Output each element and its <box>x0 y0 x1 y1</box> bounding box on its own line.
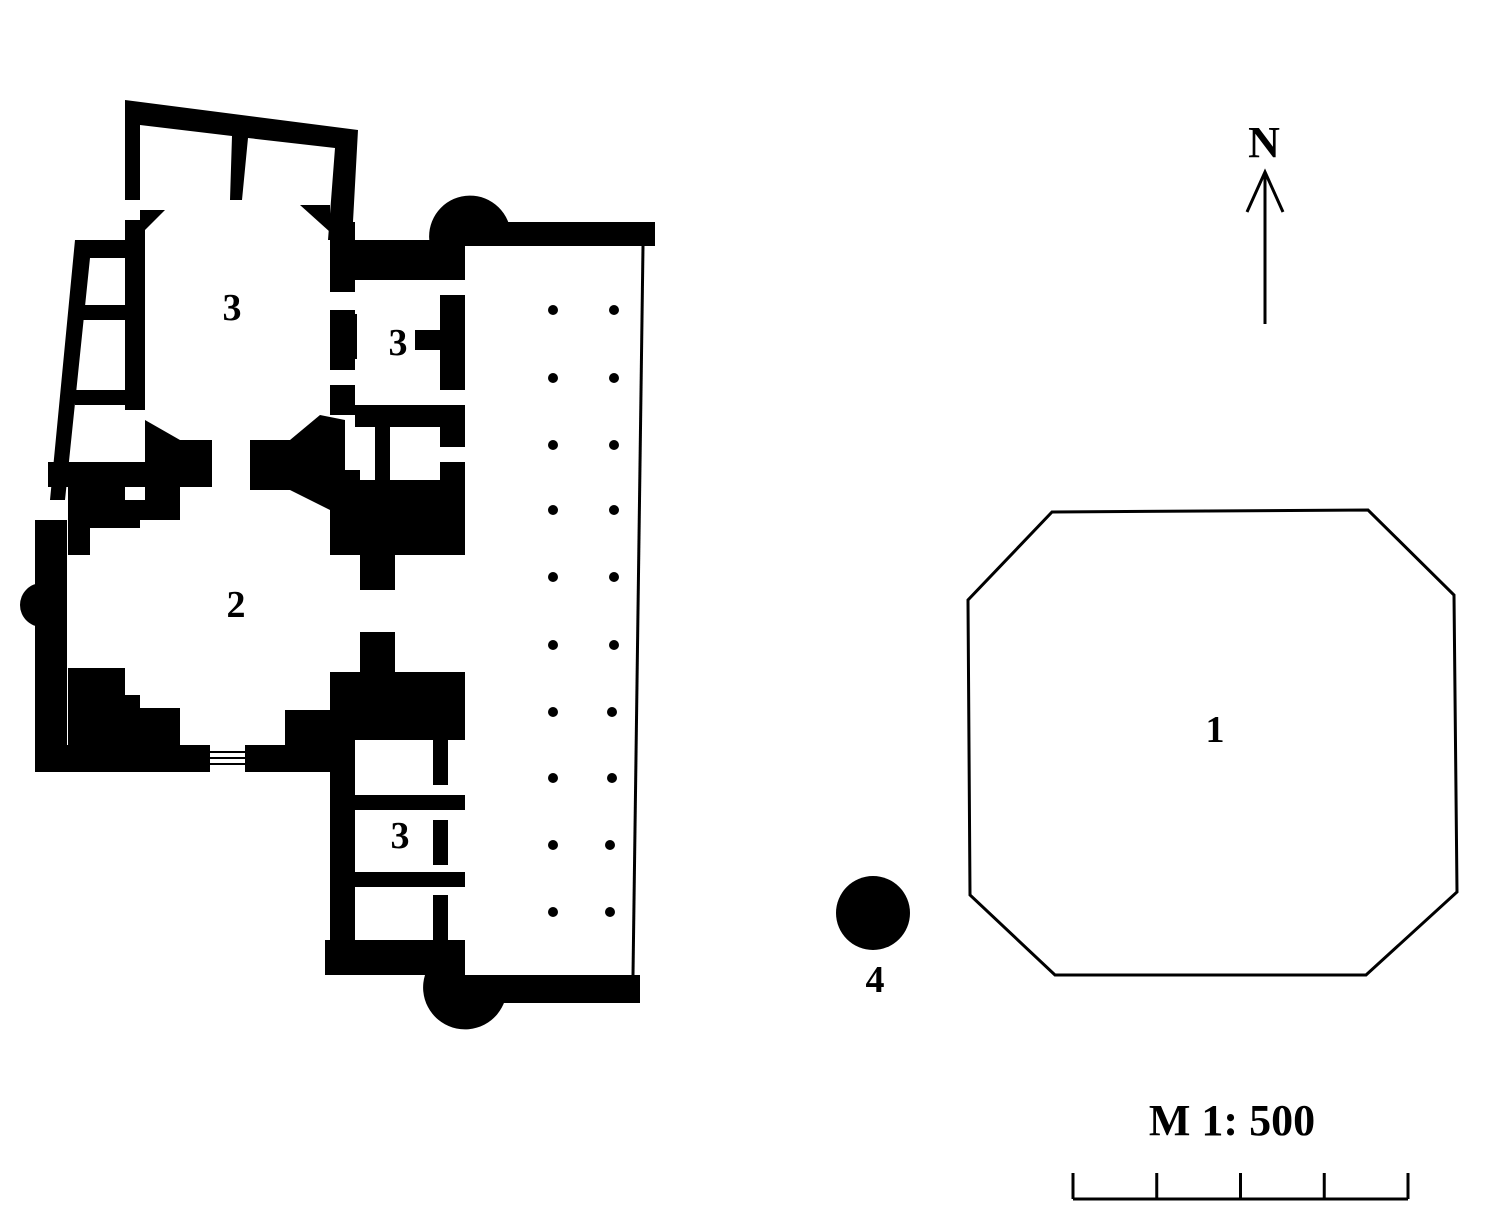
main-hall-walls <box>20 487 395 772</box>
round-structure <box>836 876 910 950</box>
scale-bar-ruler <box>1071 1173 1410 1201</box>
entrance-steps <box>210 751 245 765</box>
north-dome-walls <box>125 205 360 510</box>
portico <box>423 195 655 1030</box>
south-cell-block <box>325 672 465 975</box>
scale-bar: M 1: 500 <box>1071 1096 1410 1201</box>
room-label-north-cell: 3 <box>389 322 408 364</box>
arrow-up-icon <box>1245 168 1285 324</box>
room-label-south-cell: 3 <box>391 815 410 857</box>
octagonal-court <box>966 508 1459 977</box>
north-annex <box>125 100 358 240</box>
north-label: N <box>1248 118 1280 167</box>
room-label-main-hall: 2 <box>227 584 246 626</box>
room-label-round-structure: 4 <box>866 959 885 1001</box>
north-arrow: N <box>1245 118 1285 324</box>
room-label-north-dome: 3 <box>223 287 242 329</box>
scale-label: M 1: 500 <box>1149 1096 1315 1145</box>
colonnade-columns <box>548 305 619 917</box>
building-complex <box>20 100 655 1030</box>
room-label-octagonal-court: 1 <box>1206 709 1225 751</box>
